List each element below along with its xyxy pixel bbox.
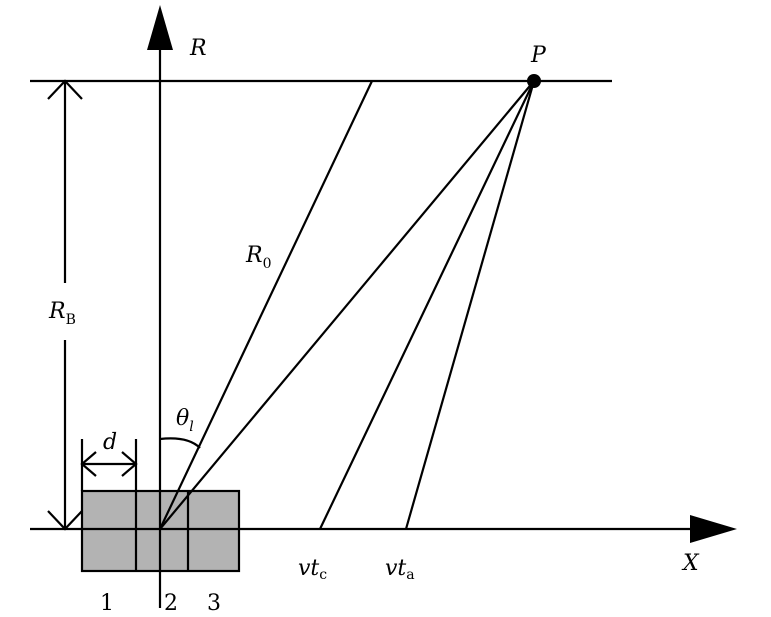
point-p-label: P	[530, 43, 547, 68]
rb-arrow-up-icon	[47, 79, 83, 100]
r0-label: R0	[245, 243, 272, 272]
vtc-label: vtc	[298, 556, 327, 583]
theta-label: θl	[176, 406, 194, 435]
cell-2-label: 2	[164, 591, 178, 616]
cell-3-label: 3	[207, 591, 221, 616]
rb-label: RB	[48, 299, 76, 328]
ray-vtc-p	[319, 80, 535, 530]
d-arrow-left-icon	[80, 451, 97, 477]
ray-vta-p	[404, 80, 536, 530]
d-arrow-right-icon	[121, 451, 138, 477]
d-label: d	[103, 430, 117, 455]
cell-1-label: 1	[100, 591, 114, 616]
x-axis-label: X	[681, 551, 700, 576]
ray-r0	[159, 80, 373, 530]
r-axis-label: R	[189, 36, 207, 61]
rb-arrow-down-icon	[47, 510, 83, 531]
x-axis-arrow-icon	[690, 515, 737, 543]
r-axis-arrow-icon	[147, 5, 173, 50]
point-p-marker	[527, 74, 541, 88]
theta-arc	[159, 437, 201, 449]
vta-label: vta	[385, 556, 415, 583]
ray-origin-p	[159, 80, 535, 530]
